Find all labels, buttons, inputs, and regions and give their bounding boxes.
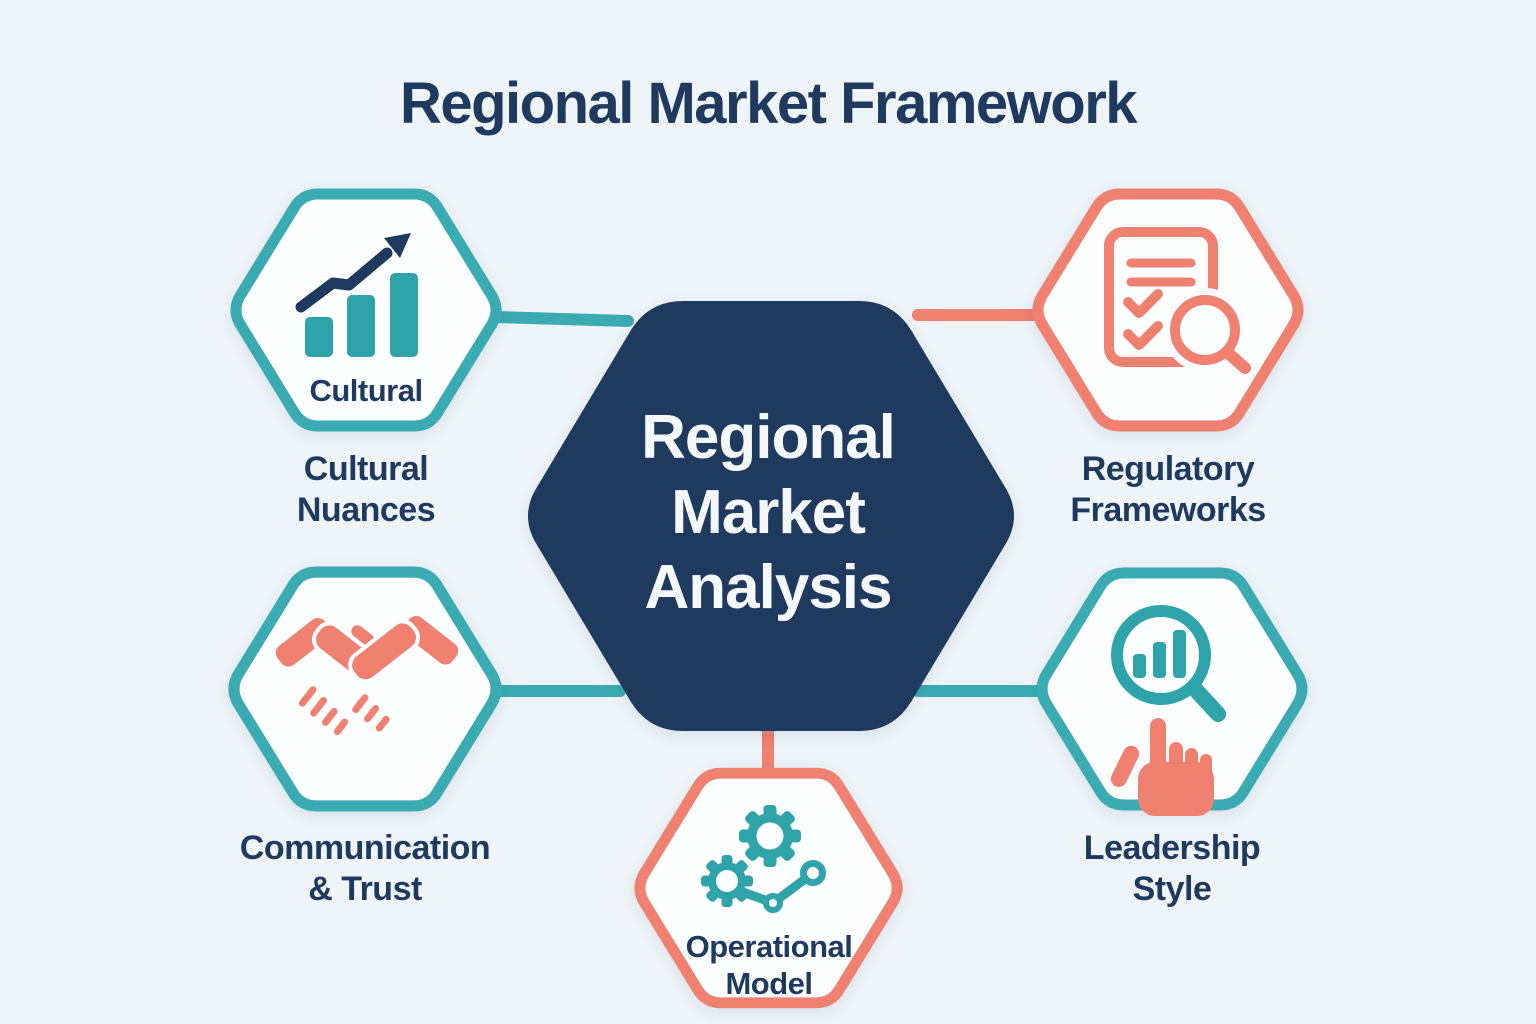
lens-bar-tall: [1173, 630, 1186, 678]
handshake-icon: [272, 612, 462, 740]
leadership-label-line1: Leadership: [1083, 829, 1261, 867]
lens-bar-small: [1133, 654, 1146, 678]
right-hand: [348, 619, 420, 684]
trend-line: [295, 247, 393, 313]
cultural-label-line2: Nuances: [296, 491, 436, 529]
pointer-hand: [1110, 718, 1214, 816]
small-gear: [701, 855, 753, 907]
cultural-inner-label: Cultural: [309, 373, 423, 408]
fingers-right: [348, 690, 394, 736]
communication-label-line2: & Trust: [308, 870, 422, 908]
checkmark-2: [1123, 321, 1163, 350]
magnifier-lens: [1170, 295, 1240, 365]
connector-cultural: [489, 311, 634, 327]
thumb: [1110, 745, 1140, 787]
leadership-label: Leadership Style: [1032, 828, 1312, 910]
process-node-2: [800, 860, 826, 886]
fingers-left: [294, 682, 353, 740]
center-hexagon: [528, 301, 1014, 731]
center-hexagon-shape: [528, 301, 1014, 731]
large-gear: [739, 805, 801, 867]
magnifier-chart-pointer-icon: [1110, 605, 1226, 816]
process-node-1: [763, 893, 783, 913]
bar-chart-growth-icon: [295, 233, 418, 357]
operational-label-line2: Model: [725, 966, 813, 1001]
leadership-hexagon-shape: [1036, 567, 1308, 811]
palm: [1138, 762, 1214, 816]
gears-process-icon: [701, 805, 826, 913]
cultural-label: Cultural Nuances: [226, 449, 506, 531]
document-checklist-magnifier-icon: [1104, 227, 1253, 377]
communication-label: Communication & Trust: [203, 828, 527, 910]
magnifier-handle: [1221, 346, 1251, 374]
center-hexagon-label: Regional Market Analysis: [563, 400, 973, 625]
arrow-head: [384, 233, 411, 258]
operational-hexagon-shape: [634, 767, 903, 1009]
bar-small: [305, 317, 333, 357]
cultural-label-line1: Cultural: [303, 450, 429, 488]
operational-label: Operational Model: [649, 928, 889, 1002]
communication-label-line1: Communication: [239, 829, 491, 867]
regulatory-label-line1: Regulatory: [1081, 450, 1255, 488]
lens-bar-medium: [1153, 642, 1166, 678]
magnifier-lens: [1111, 605, 1211, 705]
leadership-hexagon: [1036, 567, 1308, 811]
regulatory-label: Regulatory Frameworks: [1028, 449, 1308, 531]
checkmark-1: [1123, 289, 1163, 318]
center-label-line3: Analysis: [644, 553, 892, 622]
bar-medium: [347, 295, 375, 357]
operational-hexagon: [634, 767, 903, 1009]
bar-tall: [390, 273, 418, 357]
center-label-line1: Regional: [641, 403, 896, 472]
magnifier-handle: [1186, 680, 1226, 722]
leadership-label-line2: Style: [1132, 870, 1212, 908]
handshake-shapes: [272, 612, 462, 740]
center-label-line2: Market: [671, 478, 866, 547]
regulatory-label-line2: Frameworks: [1070, 491, 1266, 529]
page-title: Regional Market Framework: [399, 71, 1138, 136]
operational-label-line1: Operational: [685, 929, 853, 964]
